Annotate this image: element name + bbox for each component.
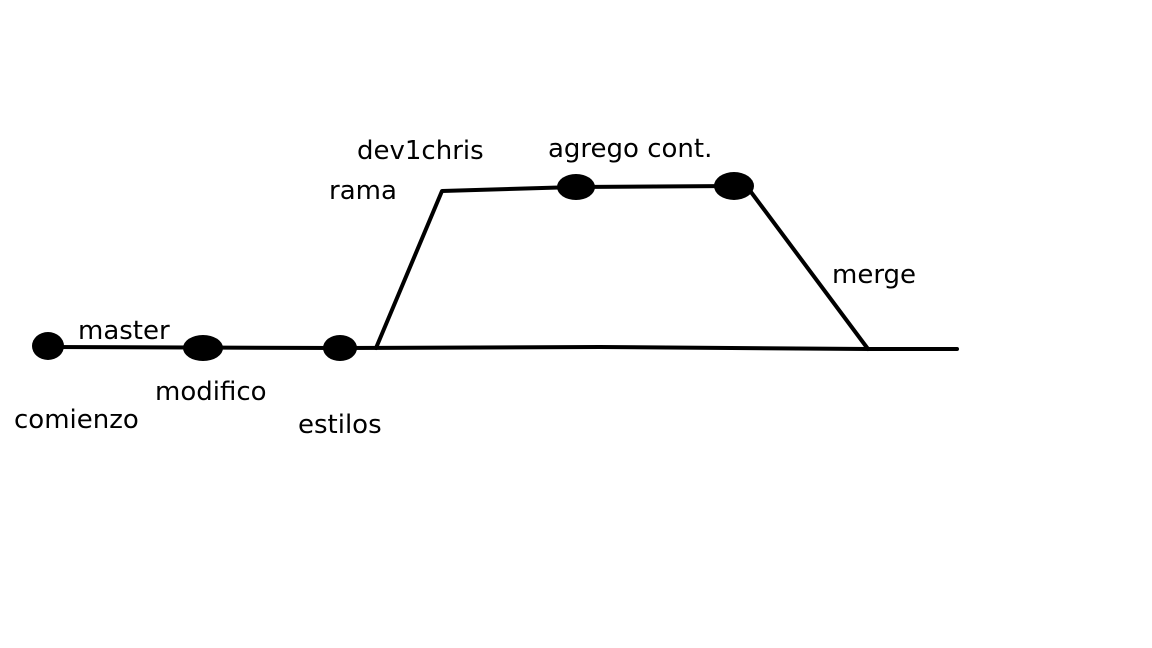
branch-line	[374, 184, 736, 350]
commit-node-estilos	[323, 335, 357, 361]
label-agrego: agrego cont.	[548, 134, 713, 164]
label-estilos: estilos	[298, 410, 382, 440]
commit-node-comienzo	[32, 332, 64, 360]
label-comienzo: comienzo	[14, 405, 139, 435]
commit-node-agrego	[714, 172, 754, 200]
label-modifico: modifico	[155, 377, 267, 407]
merge-line	[746, 186, 870, 351]
label-rama: rama	[329, 176, 397, 206]
label-merge: merge	[832, 260, 917, 290]
master-line	[46, 345, 959, 351]
label-branch-name: dev1chris	[357, 136, 484, 166]
commit-node-branch-1	[557, 174, 595, 200]
commit-node-modifico	[183, 335, 223, 361]
label-master: master	[78, 316, 170, 346]
